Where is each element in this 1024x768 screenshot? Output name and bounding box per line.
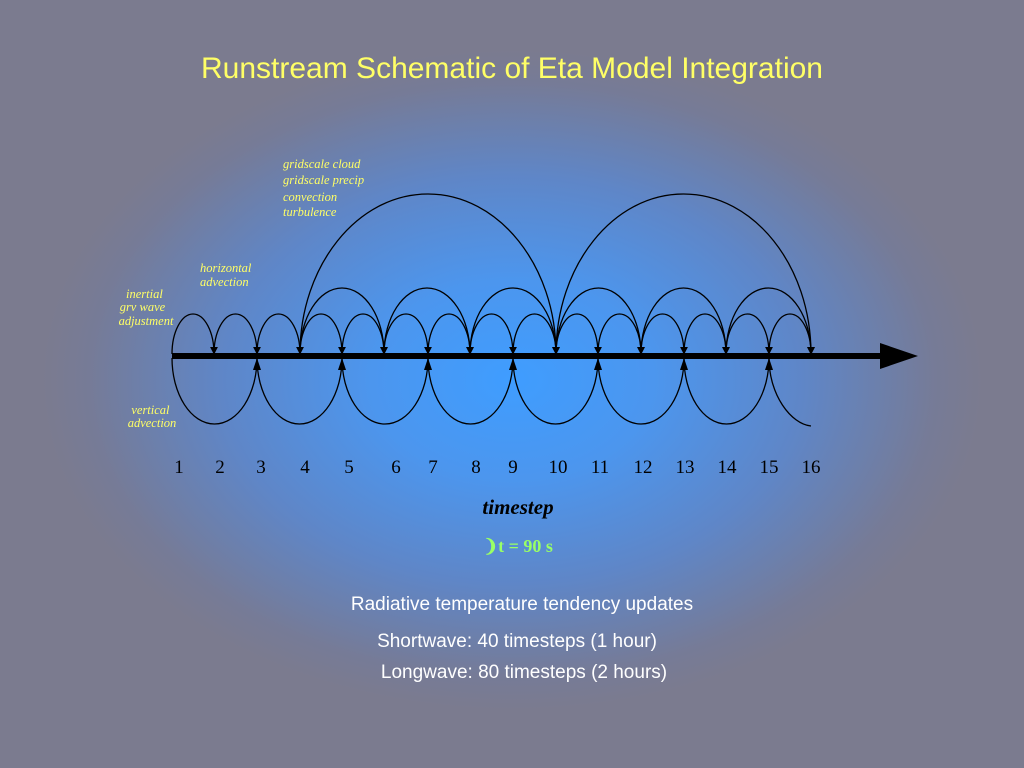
- arc-horizontal-advection-4-6: [299, 287, 388, 355]
- arc-horizontal-advection-8-10: [469, 287, 560, 355]
- arc-horizontal-advection-6-8: [383, 287, 474, 355]
- arc-inertial-6-7: [383, 313, 432, 355]
- arc-inertial-1-2: [171, 313, 218, 355]
- timestep-length-text: t = 90 s: [498, 536, 553, 556]
- timestep-label-1: 1: [174, 457, 184, 478]
- timestep-label-13: 13: [676, 457, 695, 478]
- delta-symbol: ❩: [483, 536, 498, 556]
- arc-vertical-advection-5-7: [341, 357, 429, 425]
- arc-horizontal-advection-10-12: [555, 287, 645, 355]
- arrowhead-vertical-3: [253, 358, 261, 370]
- timestep-label-16: 16: [802, 457, 821, 478]
- arc-horizontal-advection-12-14: [640, 287, 730, 355]
- label-inertial-gravity-wave: inertial grv wave adjustment: [119, 287, 174, 328]
- timestep-label-5: 5: [344, 457, 354, 478]
- timestep-label-8: 8: [471, 457, 481, 478]
- timestep-label-9: 9: [508, 457, 518, 478]
- timestep-label-14: 14: [718, 457, 738, 478]
- arc-vertical-advection-9-11: [512, 357, 599, 425]
- note-longwave: Longwave: 80 timesteps (2 hours): [380, 662, 668, 683]
- note-radiative-updates: Radiative temperature tendency updates: [350, 594, 694, 615]
- arrowhead-vertical-9: [509, 358, 517, 370]
- arc-vertical-advection-7-9: [427, 357, 514, 425]
- arrowhead-group: [253, 358, 773, 370]
- arc-inertial-9-10: [512, 313, 560, 355]
- arc-inertial-10-11: [555, 313, 602, 355]
- arc-inertial-12-13: [640, 313, 688, 355]
- arc-group: [171, 193, 815, 427]
- arc-vertical-advection-13-15: [683, 357, 770, 425]
- axis-title: timestep: [482, 495, 553, 519]
- arc-inertial-2-3: [213, 313, 261, 355]
- arc-vertical-advection-3-5: [256, 357, 343, 425]
- arc-inertial-4-5: [299, 313, 346, 355]
- timestep-label-4: 4: [300, 457, 310, 478]
- arc-physics-10-16: [555, 193, 815, 355]
- arrowhead-vertical-13: [680, 358, 688, 370]
- arc-physics-4-10: [299, 193, 560, 355]
- arc-inertial-3-4: [256, 313, 304, 355]
- arc-inertial-13-14: [683, 313, 730, 355]
- arrowhead-vertical-11: [594, 358, 602, 370]
- timestep-label-3: 3: [256, 457, 266, 478]
- arc-inertial-11-12: [597, 313, 645, 355]
- arc-inertial-8-9: [469, 313, 517, 355]
- timestep-label-6: 6: [391, 457, 401, 478]
- timestep-label-10: 10: [549, 457, 568, 478]
- slide-title: Runstream Schematic of Eta Model Integra…: [201, 52, 823, 85]
- timeline-arrowhead: [880, 343, 918, 369]
- timestep-length: ❩t = 90 s: [483, 536, 553, 556]
- note-shortwave: Shortwave: 40 timesteps (1 hour): [377, 631, 657, 652]
- arc-inertial-7-8: [427, 313, 474, 355]
- arc-vertical-advection-15-tail: [768, 357, 812, 427]
- arc-horizontal-advection-14-16: [725, 287, 815, 355]
- timestep-label-15: 15: [760, 457, 779, 478]
- timestep-label-7: 7: [428, 457, 438, 478]
- label-horizontal-advection: horizontal advection: [200, 261, 255, 289]
- arrowhead-vertical-7: [424, 358, 432, 370]
- timestep-label-11: 11: [591, 457, 609, 478]
- arrowhead-vertical-15: [765, 358, 773, 370]
- label-physics: gridscale cloud gridscale precip convect…: [283, 157, 367, 219]
- arc-vertical-advection-1-3: [171, 357, 258, 425]
- label-vertical-advection: vertical advection: [128, 403, 177, 430]
- arrowhead-vertical-5: [338, 358, 346, 370]
- arc-inertial-15-16: [768, 313, 815, 355]
- arc-inertial-14-15: [725, 313, 773, 355]
- arc-vertical-advection-11-13: [597, 357, 685, 425]
- timestep-label-12: 12: [634, 457, 653, 478]
- timestep-label-2: 2: [215, 457, 225, 478]
- arc-inertial-5-6: [341, 313, 388, 355]
